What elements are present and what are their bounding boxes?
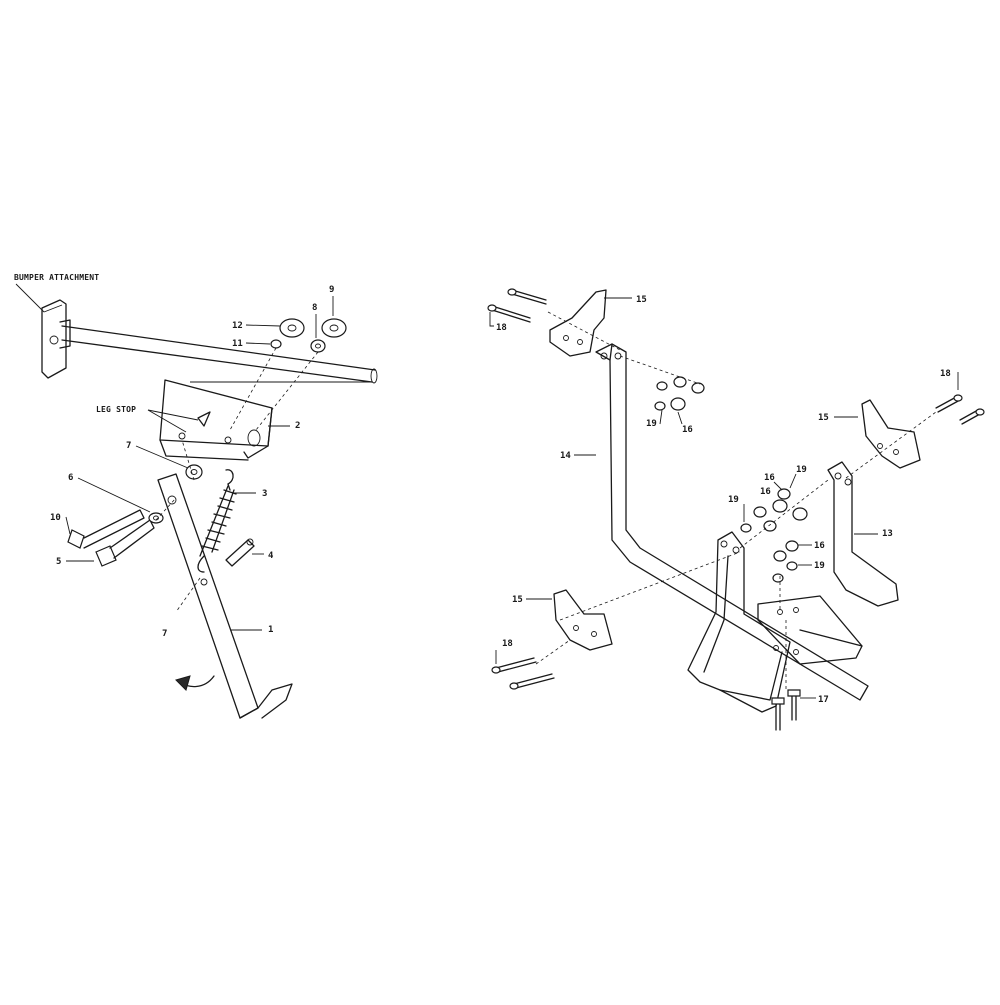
callout-18b: 18 [940,369,951,379]
callout-7a: 7 [126,441,131,451]
callout-5: 5 [56,557,61,567]
bracket-15-bottom [553,589,613,651]
callout-19c: 19 [728,495,739,505]
leg-stop-caption: LEG STOP [96,405,136,414]
callout-15c: 15 [512,595,523,605]
callout-9: 9 [329,285,334,295]
clevis-pin [225,538,255,567]
nut-7 [185,464,203,480]
foot-plate [757,595,863,665]
callout-19d: 19 [814,561,825,571]
callout-6: 6 [68,473,73,483]
hardware-8-12 [270,318,347,353]
callout-18a: 18 [496,323,507,333]
callout-3: 3 [262,489,267,499]
frame-14 [595,343,869,701]
bracket-15-right [861,399,921,469]
callout-16a: 16 [682,425,693,435]
bolts-18-right [935,394,985,425]
front-leg [687,531,791,713]
bolts-18-top [487,288,547,323]
callout-8: 8 [312,303,317,313]
callout-10: 10 [50,513,61,523]
callout-18c: 18 [502,639,513,649]
bumper-attachment-caption: BUMPER ATTACHMENT [14,273,99,282]
callout-7b: 7 [162,629,167,639]
callout-16c: 16 [760,487,771,497]
callout-2: 2 [295,421,300,431]
callout-12: 12 [232,321,243,331]
bumper-bar [59,319,378,384]
bolts-17 [771,689,801,731]
left-assembly: BUMPER ATTACHMENT LEG STOP 1 2 3 4 5 6 7… [14,273,378,719]
callout-15b: 15 [818,413,829,423]
return-spring [197,469,237,573]
callout-17: 17 [818,695,829,705]
bolt-10 [67,509,145,549]
bolts-18-bottom [491,657,555,690]
bumper-attachment-plate [41,299,67,379]
frame-13 [827,461,899,607]
callout-16b: 16 [764,473,775,483]
callout-15a: 15 [636,295,647,305]
rotation-arrow [175,675,215,691]
callout-13: 13 [882,529,893,539]
callout-1: 1 [268,625,273,635]
callout-4: 4 [268,551,274,561]
callout-11: 11 [232,339,243,349]
hardware-16-19 [654,376,808,583]
bolt-5 [95,519,155,567]
callout-19b: 19 [796,465,807,475]
leg-stop-bracket [159,379,273,461]
right-assembly: 13 14 15 15 15 16 16 16 16 17 18 18 18 1… [487,288,985,731]
bracket-15-top [549,289,607,357]
callout-14: 14 [560,451,571,461]
callout-16d: 16 [814,541,825,551]
callout-19a: 19 [646,419,657,429]
kickstand-leg [157,473,293,719]
